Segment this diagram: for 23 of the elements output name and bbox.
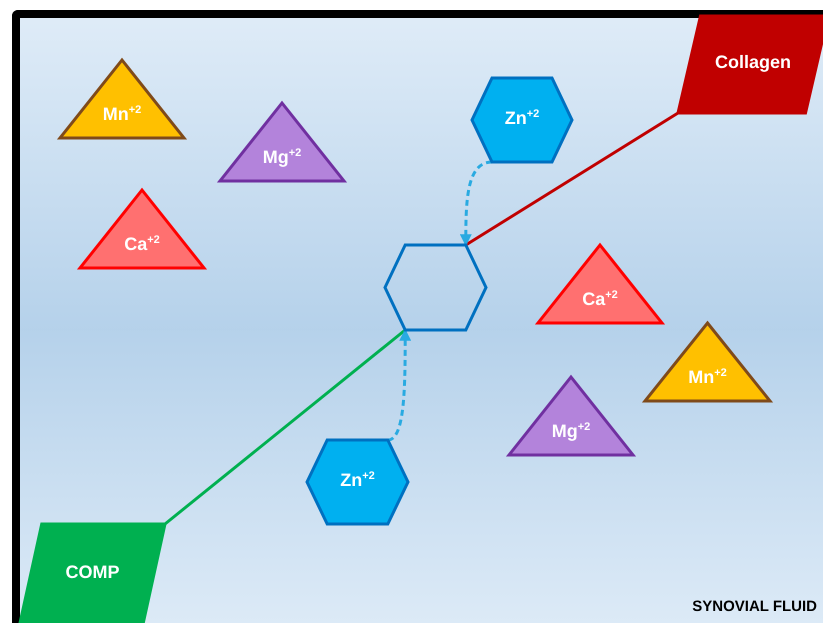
ion-label: Ca$^{+2}$ (581, 289, 619, 310)
ion-label: Zn$^{+2}$ (339, 470, 376, 491)
region-label: SYNOVIAL FLUID (692, 598, 817, 615)
ion-label: Ca$^{+2}$ (123, 234, 161, 255)
hexagon-outline (385, 245, 486, 330)
ion-hexagon (307, 440, 408, 524)
arrow (387, 328, 412, 442)
connector-line (164, 328, 406, 526)
arrow (460, 160, 492, 246)
ion-label: Mg$^{+2}$ (550, 421, 592, 442)
ion-triangle (80, 190, 204, 268)
protein-label: Collagen (714, 52, 792, 73)
ion-label: Zn$^{+2}$ (504, 108, 540, 129)
ion-label: Mn$^{+2}$ (687, 367, 728, 388)
ion-triangle (509, 377, 633, 455)
ion-label: Mg$^{+2}$ (262, 147, 302, 168)
parallelogram-box (20, 524, 165, 623)
ion-triangle (538, 245, 662, 323)
protein-label: COMP (64, 562, 120, 583)
connector-line (465, 112, 679, 246)
ion-label: Mn$^{+2}$ (102, 104, 142, 125)
ion-hexagon (472, 78, 572, 162)
parallelogram-box (678, 16, 823, 113)
